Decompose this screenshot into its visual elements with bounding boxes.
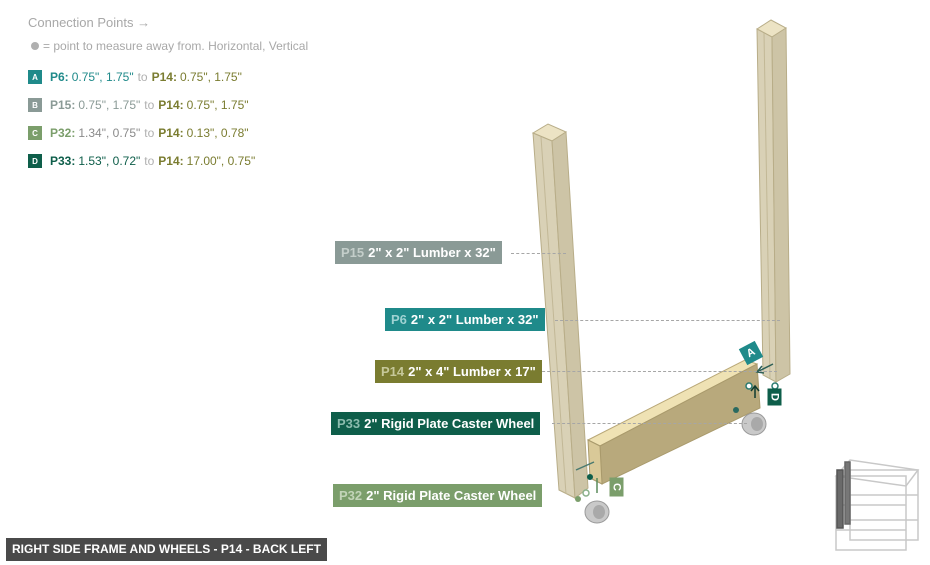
to-value: 0.13", 0.78" <box>186 126 249 140</box>
to-part: P14: <box>158 154 184 168</box>
part-desc: 2" x 2" Lumber x 32" <box>368 245 496 260</box>
legend-note-text: = point to measure away from. Horizontal… <box>43 39 309 53</box>
part-id: P6 <box>391 312 407 327</box>
post-p6 <box>756 19 791 383</box>
part-id: P15 <box>341 245 365 260</box>
from-value: 0.75", 1.75" <box>78 98 141 112</box>
badge-b-icon: B <box>28 98 42 112</box>
leader-line-p6 <box>555 320 780 321</box>
to-value: 0.75", 1.75" <box>179 70 242 84</box>
point-dot-icon <box>31 42 39 50</box>
to-label: to <box>144 154 155 168</box>
from-value: 1.53", 0.72" <box>78 154 141 168</box>
connection-row-c[interactable]: C P32: 1.34", 0.75" to P14: 0.13", 0.78" <box>28 119 308 147</box>
to-part: P14: <box>158 98 184 112</box>
from-value: 1.34", 0.75" <box>78 126 141 140</box>
to-value: 17.00", 0.75" <box>186 154 256 168</box>
caster-wheel-p33 <box>741 412 767 436</box>
caster-wheel-p32 <box>584 500 610 524</box>
legend-title: Connection Points → <box>28 15 151 30</box>
leader-line-p33 <box>552 423 747 424</box>
connection-points-legend: Connection Points → = point to measure a… <box>28 15 308 175</box>
badge-a-icon: A <box>28 70 42 84</box>
part-id: P33 <box>337 416 361 431</box>
marker-c[interactable]: C <box>609 477 624 497</box>
to-label: to <box>137 70 148 84</box>
from-part: P15: <box>50 98 76 112</box>
badge-c-icon: C <box>28 126 42 140</box>
legend-note: = point to measure away from. Horizontal… <box>28 39 308 53</box>
part-id: P14 <box>381 364 405 379</box>
connection-row-d[interactable]: D P33: 1.53", 0.72" to P14: 17.00", 0.75… <box>28 147 308 175</box>
to-value: 0.75", 1.75" <box>186 98 249 112</box>
part-desc: 2" Rigid Plate Caster Wheel <box>364 416 535 431</box>
to-label: to <box>144 126 155 140</box>
part-desc: 2" x 2" Lumber x 32" <box>410 312 539 327</box>
to-part: P14: <box>151 70 177 84</box>
marker-d[interactable]: D <box>767 388 782 406</box>
board-p14 <box>586 359 761 485</box>
part-desc: 2" Rigid Plate Caster Wheel <box>366 488 537 503</box>
to-part: P14: <box>158 126 184 140</box>
thumbnail-overview[interactable] <box>834 459 920 551</box>
leader-line-p15 <box>511 253 566 254</box>
from-part: P33: <box>50 154 76 168</box>
step-title: RIGHT SIDE FRAME AND WHEELS - P14 - BACK… <box>6 538 327 561</box>
connection-indicators <box>575 363 779 502</box>
from-part: P6: <box>50 70 69 84</box>
leader-line-p14 <box>527 371 777 372</box>
from-part: P32: <box>50 126 76 140</box>
connection-row-a[interactable]: A P6: 0.75", 1.75" to P14: 0.75", 1.75" <box>28 63 308 91</box>
post-p15 <box>531 123 589 499</box>
part-id: P32 <box>339 488 363 503</box>
part-desc: 2" x 4" Lumber x 17" <box>408 364 536 379</box>
to-label: to <box>144 98 155 112</box>
from-value: 0.75", 1.75" <box>71 70 134 84</box>
badge-d-icon: D <box>28 154 42 168</box>
connection-row-b[interactable]: B P15: 0.75", 1.75" to P14: 0.75", 1.75" <box>28 91 308 119</box>
